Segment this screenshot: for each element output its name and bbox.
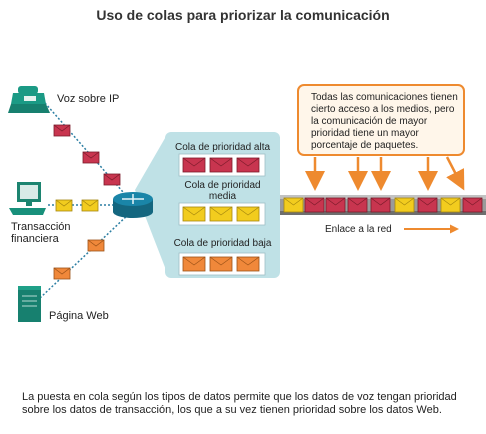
low-priority-queue-label: Cola de prioridad baja	[173, 238, 272, 249]
page-title: Uso de colas para priorizar la comunicac…	[96, 7, 390, 23]
medium-priority-queue-label: Cola de prioridad media	[170, 180, 275, 202]
web-page-label: Página Web	[49, 310, 109, 322]
voice-packet	[82, 151, 100, 164]
transaction-packet	[236, 206, 260, 222]
callout-box: Todas las comunicaciones tienen cierto a…	[297, 84, 465, 156]
transaction-packet	[394, 197, 415, 213]
web-packet	[236, 256, 260, 272]
web-packet	[87, 239, 105, 252]
voice-packet	[417, 197, 438, 213]
caption: La puesta en cola según los tipos de dat…	[22, 391, 457, 416]
transaction-packet	[283, 197, 304, 213]
web-packet	[182, 256, 206, 272]
transaction-label-line1: Transacción	[11, 221, 71, 233]
transaction-packet	[55, 199, 73, 212]
transaction-packet	[81, 199, 99, 212]
callout-arrows	[305, 156, 465, 191]
ip-phone-icon	[8, 86, 50, 113]
voice-packet	[53, 124, 71, 137]
voice-packet	[462, 197, 483, 213]
voice-packet	[209, 157, 233, 173]
server-icon	[18, 286, 41, 322]
transaction-packet	[182, 206, 206, 222]
computer-icon	[9, 182, 46, 215]
high-priority-queue-label: Cola de prioridad alta	[174, 142, 271, 153]
web-packet	[53, 267, 71, 280]
link-direction-arrow	[404, 224, 459, 234]
medium-priority-label-line1: Cola de prioridad	[184, 180, 261, 191]
voice-line	[44, 102, 131, 201]
web-line	[39, 212, 131, 299]
voice-packet	[347, 197, 368, 213]
network-link-label: Enlace a la red	[325, 224, 392, 235]
router-icon	[113, 192, 153, 218]
voice-packet	[103, 173, 121, 186]
voice-packet	[370, 197, 391, 213]
voice-packet	[325, 197, 346, 213]
voice-packet	[236, 157, 260, 173]
transaction-label: Transacción financiera	[11, 221, 71, 245]
voice-packet	[182, 157, 206, 173]
web-packet	[209, 256, 233, 272]
voice-over-ip-label: Voz sobre IP	[57, 93, 120, 105]
voice-packet	[304, 197, 325, 213]
transaction-label-line2: financiera	[11, 233, 59, 245]
transaction-packet	[440, 197, 461, 213]
transaction-packet	[209, 206, 233, 222]
medium-priority-label-line2: media	[208, 191, 237, 202]
